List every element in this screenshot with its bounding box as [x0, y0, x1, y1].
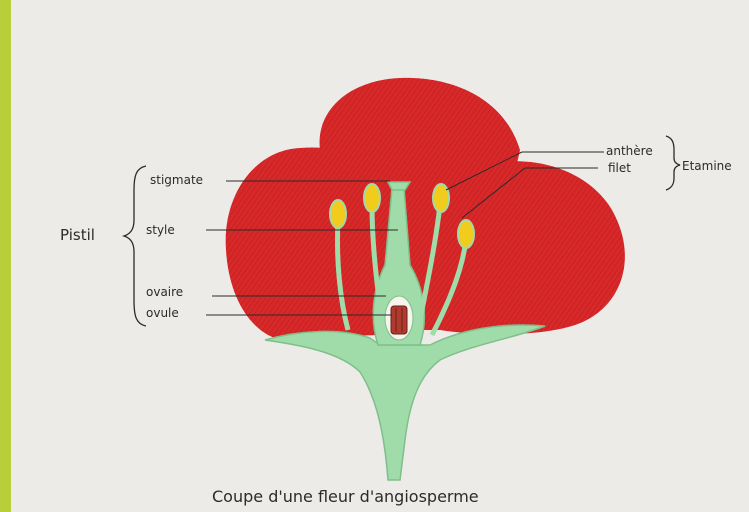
label-style: style: [146, 223, 175, 237]
label-etamine: Etamine: [682, 159, 732, 173]
etamine-brace: [666, 136, 680, 190]
label-ovule: ovule: [146, 306, 179, 320]
label-ovaire: ovaire: [146, 285, 183, 299]
ovule-shape: [391, 306, 407, 334]
label-filet: filet: [608, 161, 631, 175]
pistil-brace: [124, 166, 146, 326]
label-stigmate: stigmate: [150, 173, 203, 187]
anther-2: [364, 184, 380, 212]
label-pistil: Pistil: [60, 226, 95, 244]
anther-3: [433, 184, 449, 212]
diagram-caption: Coupe d'une fleur d'angiosperme: [212, 487, 479, 506]
anther-1: [330, 200, 346, 228]
label-anthere: anthère: [606, 144, 653, 158]
receptacle: [265, 325, 545, 480]
anther-4: [458, 220, 474, 248]
